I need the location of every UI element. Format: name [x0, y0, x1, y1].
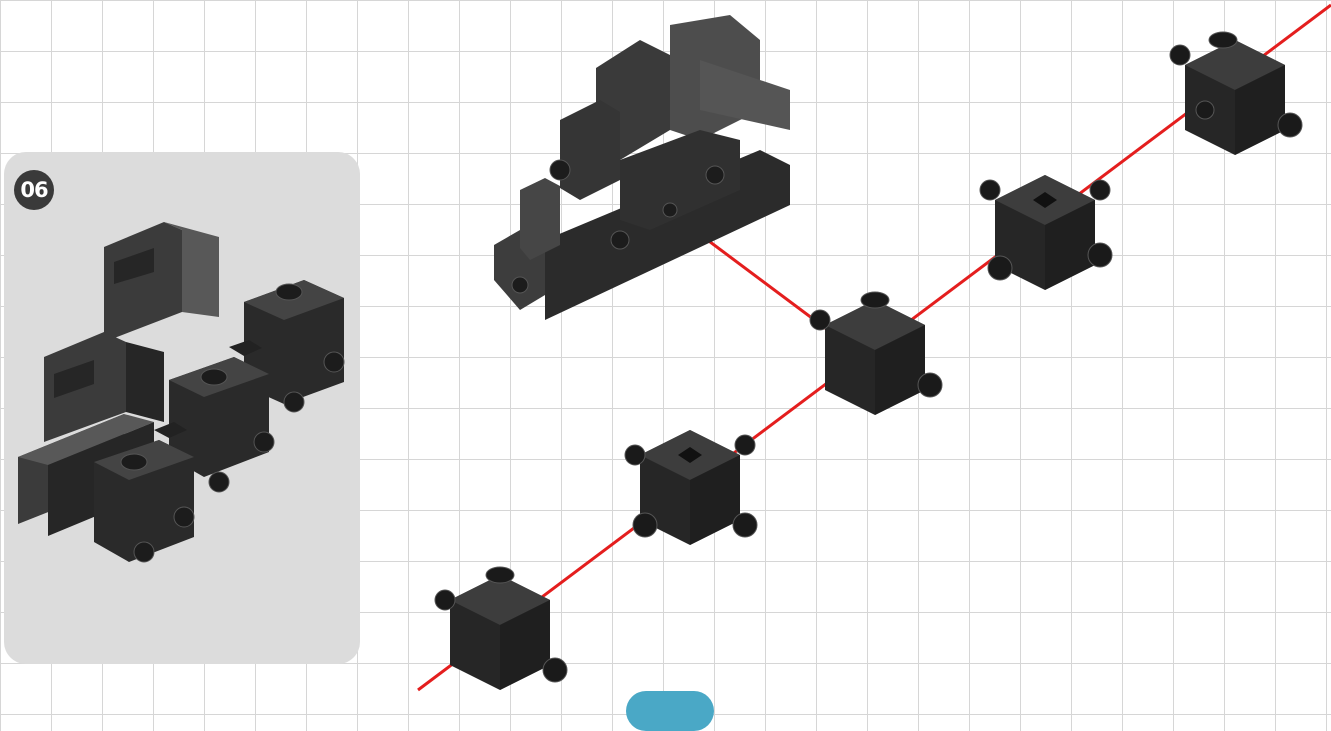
connector-cube-icon — [434, 31, 1303, 690]
assembled-preview-panel: 06 — [4, 152, 360, 664]
assembly-stage — [417, 3, 1331, 692]
step-number-badge: 06 — [14, 170, 54, 210]
arch-base-block-icon — [494, 15, 790, 320]
page-tab[interactable] — [626, 691, 714, 731]
assembled-model-preview-icon — [18, 222, 345, 563]
